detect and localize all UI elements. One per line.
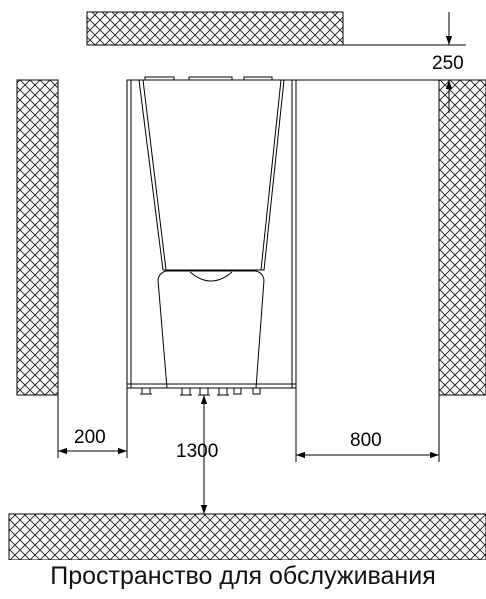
front-clearance-label: 1300	[176, 441, 218, 462]
right-clearance-dimension	[295, 388, 440, 462]
service-space-caption: Пространство для обслуживания	[50, 562, 436, 590]
pipe-connector	[233, 387, 242, 395]
top-clearance-label: 250	[432, 53, 464, 74]
pipe-connector	[252, 387, 261, 395]
boiler-front-panel	[138, 79, 285, 271]
pipe-connector	[218, 387, 228, 396]
installation-clearance-diagram: 250 200 800 1300	[8, 11, 486, 560]
boiler-top-caps	[144, 76, 273, 80]
left-clearance-label: 200	[74, 427, 106, 448]
boiler-lower-cover	[157, 270, 265, 389]
boiler-handle-recess	[189, 271, 233, 282]
floor-service-area	[8, 513, 486, 560]
boiler-casing	[126, 79, 297, 389]
top-clearance-dimension	[296, 12, 466, 113]
left-wall	[16, 79, 59, 396]
left-clearance-dimension	[57, 388, 128, 458]
boiler-unit	[126, 76, 297, 389]
right-wall	[438, 79, 486, 396]
pipe-connector	[181, 387, 191, 396]
right-clearance-label: 800	[350, 430, 382, 451]
pipe-connections	[140, 387, 261, 396]
pipe-connector	[199, 387, 209, 396]
pipe-connector	[141, 387, 151, 395]
top-wall	[86, 11, 344, 46]
